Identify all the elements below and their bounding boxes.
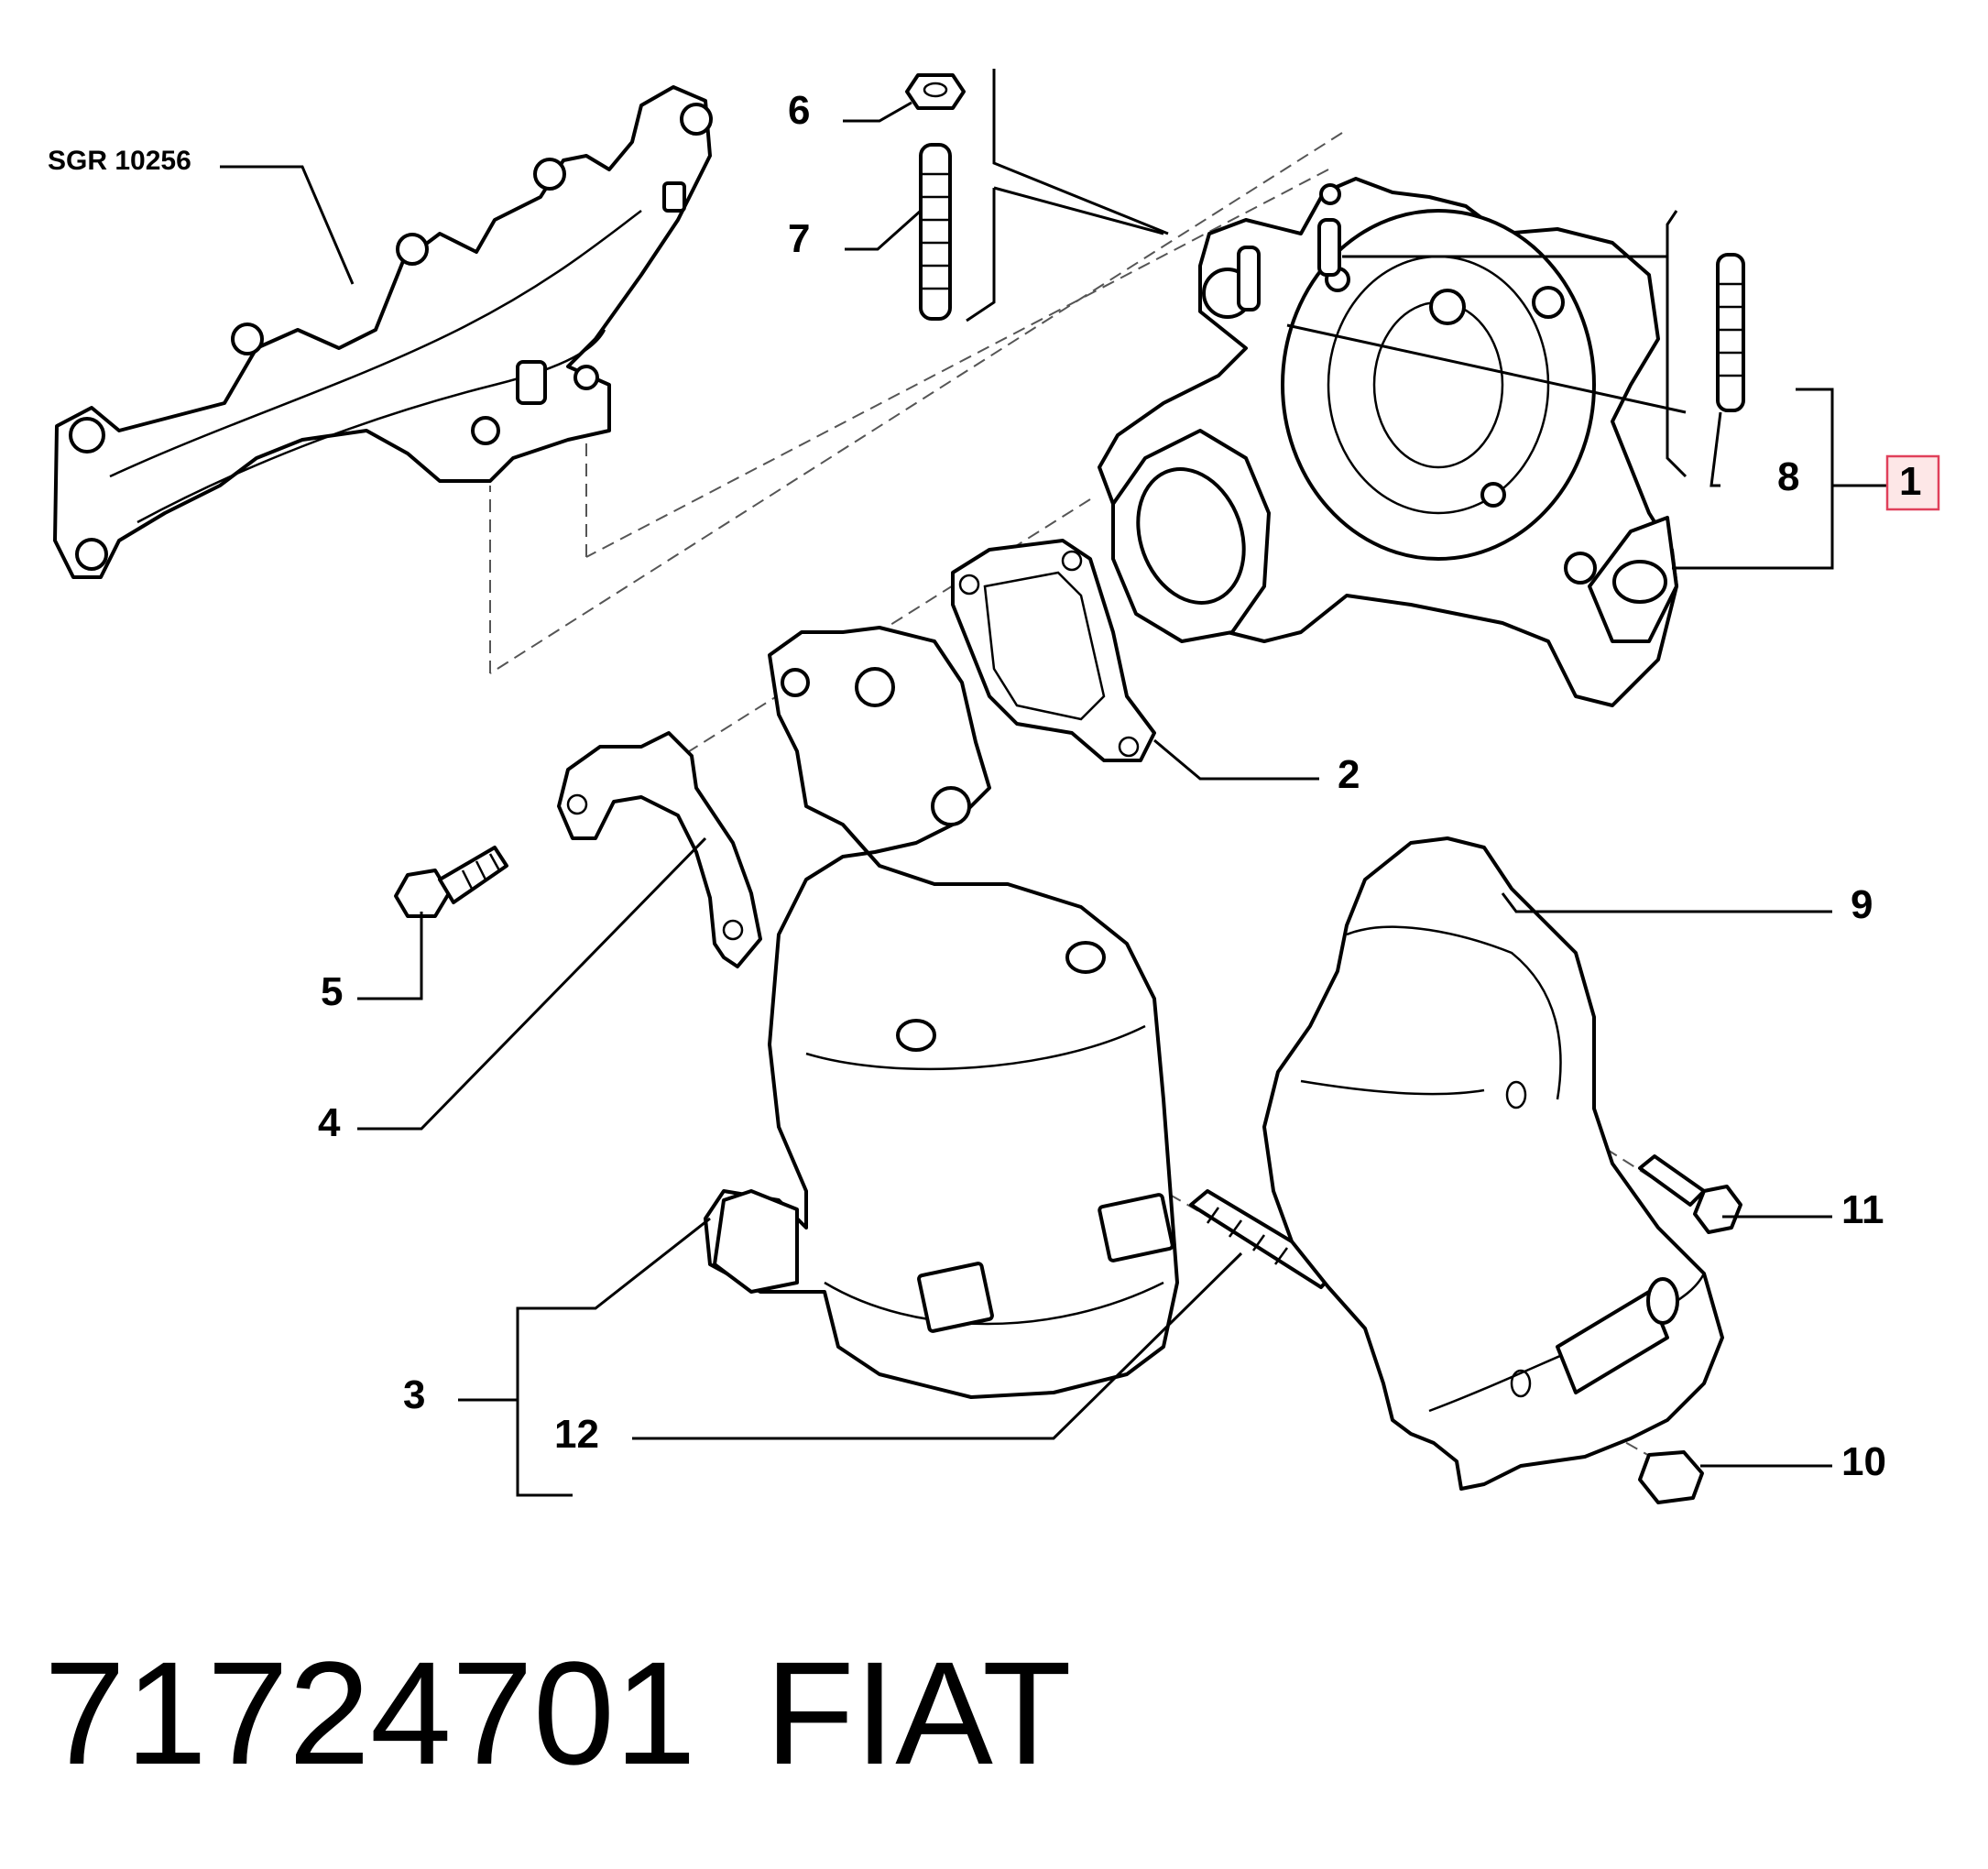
callout-10[interactable]: 10 (1841, 1439, 1886, 1484)
heat-shield-9 (1262, 836, 1724, 1491)
callout-1[interactable]: 1 (1899, 459, 1921, 504)
highlight-box (1885, 454, 1940, 511)
nut-6 (905, 73, 966, 110)
leader-lines (220, 69, 1887, 1497)
part-number: 71724701 (44, 1631, 696, 1795)
bolt-11 (1638, 1154, 1742, 1234)
stud-8 (1716, 253, 1745, 412)
brand-name: FIAT (765, 1631, 1072, 1795)
stud-7 (919, 143, 952, 321)
callout-4[interactable]: 4 (318, 1100, 341, 1145)
callout-11[interactable]: 11 (1841, 1187, 1884, 1232)
bolt-5 (394, 846, 508, 918)
callout-6[interactable]: 6 (788, 88, 810, 133)
callout-2[interactable]: 2 (1338, 752, 1360, 797)
callout-9[interactable]: 9 (1851, 882, 1873, 927)
callout-5[interactable]: 5 (321, 969, 343, 1014)
callout-12[interactable]: 12 (554, 1412, 599, 1457)
bracket-4 (557, 731, 762, 968)
reference-label: SGR 10256 (48, 146, 191, 176)
callout-8[interactable]: 8 (1777, 454, 1799, 499)
gasket-2 (951, 539, 1156, 762)
catalytic-converter-3 (704, 626, 1179, 1399)
turbocharger-assembly (1098, 177, 1678, 707)
exhaust-manifold (53, 85, 713, 579)
callout-7[interactable]: 7 (788, 216, 810, 261)
nut-10 (1638, 1450, 1704, 1504)
callout-3[interactable]: 3 (403, 1372, 425, 1417)
